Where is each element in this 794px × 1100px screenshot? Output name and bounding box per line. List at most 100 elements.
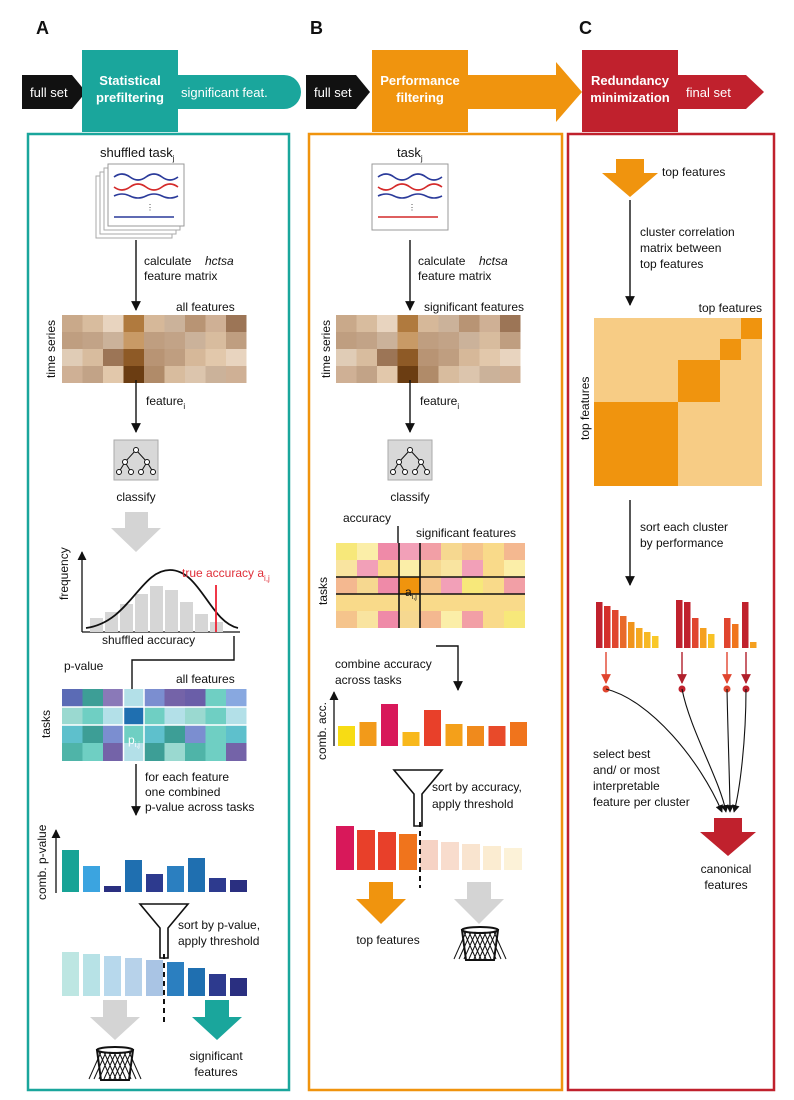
sig-feat-bar (178, 75, 284, 109)
b-task-label: taskj (397, 145, 423, 163)
c-top-features-arrow (602, 159, 658, 197)
a-histogram (77, 551, 240, 633)
b-time-series-label: time series (319, 320, 333, 378)
panel-c-letter: C (579, 18, 592, 38)
panel-a-letter: A (36, 18, 49, 38)
a-sorted-bars (62, 952, 247, 996)
b-classify: classify (390, 490, 429, 504)
a-calc-line2: feature matrix (144, 269, 217, 283)
perf-arrow (468, 62, 582, 122)
panel-a-border (26, 132, 291, 1092)
a-classifier-icon (113, 439, 159, 481)
a-comb-pvalue: comb. p-value (35, 824, 49, 900)
stat-prefilter-line1: Statistical (99, 73, 160, 88)
sig-feat-end-cap (267, 75, 301, 109)
b-classifier-icon (387, 439, 433, 481)
b-combine-line2: across tasks (335, 673, 402, 687)
a-shuffled-accuracy: shuffled accuracy (102, 633, 195, 647)
perf-filter-box (372, 50, 468, 132)
a-tasks-label: tasks (39, 710, 53, 738)
b-discard-arrow (454, 882, 504, 924)
a-combine-line3: p-value across tasks (145, 800, 254, 814)
panel-b-letter: B (310, 18, 323, 38)
a-time-series-label: time series (44, 320, 58, 378)
a-funnel-icon (138, 903, 190, 959)
panel-c-border (566, 132, 776, 1092)
a-feature-i: featurei (146, 394, 185, 411)
c-canonical-line2: features (704, 878, 747, 892)
a-shuffled-task-cards: ⋮ (95, 163, 185, 239)
redundancy-line2: minimization (590, 90, 670, 105)
redundancy-line1: Redundancy (591, 73, 670, 88)
a-p-value: p-value (64, 659, 104, 673)
c-select-line4: feature per cluster (593, 795, 690, 809)
b-sig-features: significant features (424, 300, 524, 314)
stat-prefilter-box (82, 50, 178, 132)
b-sort-line1: sort by accuracy, (432, 780, 522, 794)
c-canonical-line1: canonical (701, 862, 752, 876)
b-keep-arrow (356, 882, 406, 924)
c-cluster-line1: cluster correlation (640, 225, 735, 239)
c-cluster-line2: matrix between (640, 241, 721, 255)
c-selection-arrows (601, 652, 751, 813)
panel-b-border (307, 132, 564, 1092)
a-result-line1: significant (189, 1049, 243, 1063)
a-combine-line1: for each feature (145, 770, 229, 784)
c-correlation-matrix (594, 318, 762, 486)
perf-filter-line2: filtering (396, 90, 444, 105)
final-set-label: final set (686, 85, 731, 100)
c-cluster-line3: top features (640, 257, 703, 271)
b-accuracy-bars (338, 704, 527, 746)
c-select-line2: and/ or most (593, 763, 660, 777)
final-set-arrow (678, 75, 764, 109)
b-feature-i: featurei (420, 394, 459, 411)
full-set-label-a: full set (30, 85, 68, 100)
b-arrow-3 (436, 645, 463, 691)
a-pij: pi,j (128, 733, 140, 749)
redundancy-box (582, 50, 678, 132)
a-calc-line1: calculate (144, 254, 192, 268)
a-grey-arrow (111, 512, 161, 552)
b-calc-hctsa: hctsa (479, 254, 508, 268)
c-select-line1: select best (593, 747, 651, 761)
b-trash-icon (453, 926, 507, 961)
full-set-label-b: full set (314, 85, 352, 100)
a-true-accuracy: true accuracy ai,j (182, 566, 270, 583)
b-calc-line2: feature matrix (418, 269, 491, 283)
b-sorted-bars (336, 826, 522, 870)
a-pvalue-bars (62, 850, 247, 892)
a-frequency: frequency (57, 547, 71, 600)
b-calc-line1: calculate (418, 254, 466, 268)
a-combine-line2: one combined (145, 785, 220, 799)
b-top-features: top features (356, 933, 419, 947)
b-feature-matrix (336, 315, 521, 383)
c-sort-line2: by performance (640, 536, 724, 550)
b-task-card: ⋮ (371, 163, 449, 231)
svg-text:⋮: ⋮ (408, 203, 416, 212)
a-all-features: all features (176, 300, 235, 314)
b-comb-acc: comb. acc. (315, 702, 329, 760)
c-matrix-side: top features (578, 377, 592, 440)
stat-prefilter-line2: prefiltering (96, 90, 164, 105)
b-tasks-label: tasks (316, 577, 330, 605)
c-cluster-bars (596, 600, 757, 648)
a-pvalue-matrix (62, 689, 247, 761)
a-sort-line2: apply threshold (178, 934, 259, 948)
b-accuracy: accuracy (343, 511, 391, 525)
b-sort-line2: apply threshold (432, 797, 513, 811)
full-set-arrow-b (306, 75, 370, 109)
b-sig-features-2: significant features (416, 526, 516, 540)
a-classify: classify (116, 490, 155, 504)
a-shuffled-task-label: shuffled taskj (100, 145, 175, 163)
perf-filter-line1: Performance (380, 73, 459, 88)
c-matrix-top: top features (699, 301, 762, 315)
a-feature-matrix (62, 315, 247, 383)
c-select-line3: interpretable (593, 779, 660, 793)
c-canonical-arrow (700, 818, 756, 856)
b-combine-line1: combine accuracy (335, 657, 432, 671)
a-result-line2: features (194, 1065, 237, 1079)
a-all-features-2: all features (176, 672, 235, 686)
full-set-arrow-a (22, 75, 86, 109)
b-funnel-icon (392, 769, 444, 827)
